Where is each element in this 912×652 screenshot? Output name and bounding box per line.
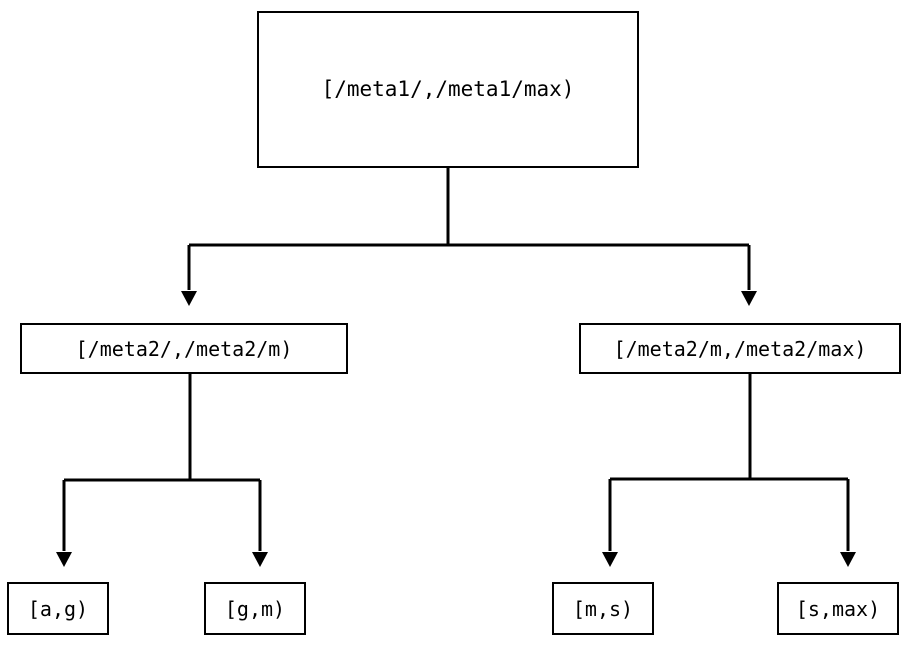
tree-node-root-label: [/meta1/,/meta1/max) xyxy=(321,77,575,101)
tree-node-meta2-upper[interactable]: [/meta2/m,/meta2/max) xyxy=(579,323,901,374)
tree-leaf-a-g[interactable]: [a,g) xyxy=(7,582,109,635)
tree-leaf-m-s-label: [m,s) xyxy=(572,596,634,621)
tree-leaf-a-g-label: [a,g) xyxy=(27,596,89,621)
tree-node-meta2-lower[interactable]: [/meta2/,/meta2/m) xyxy=(20,323,348,374)
tree-node-meta2-lower-label: [/meta2/,/meta2/m) xyxy=(75,336,293,361)
tree-leaf-g-m[interactable]: [g,m) xyxy=(204,582,306,635)
arrowhead-leaf-b xyxy=(252,552,268,567)
arrowhead-leaf-d xyxy=(840,552,856,567)
tree-node-meta2-upper-label: [/meta2/m,/meta2/max) xyxy=(613,336,867,361)
tree-node-root[interactable]: [/meta1/,/meta1/max) xyxy=(257,11,639,168)
arrowhead-leaf-a xyxy=(56,552,72,567)
arrowhead-l2b xyxy=(741,291,757,306)
arrowhead-l2a xyxy=(181,291,197,306)
tree-leaf-g-m-label: [g,m) xyxy=(224,596,286,621)
tree-leaf-s-max-label: [s,max) xyxy=(795,596,881,621)
arrowhead-leaf-c xyxy=(602,552,618,567)
tree-leaf-s-max[interactable]: [s,max) xyxy=(777,582,899,635)
tree-leaf-m-s[interactable]: [m,s) xyxy=(552,582,654,635)
